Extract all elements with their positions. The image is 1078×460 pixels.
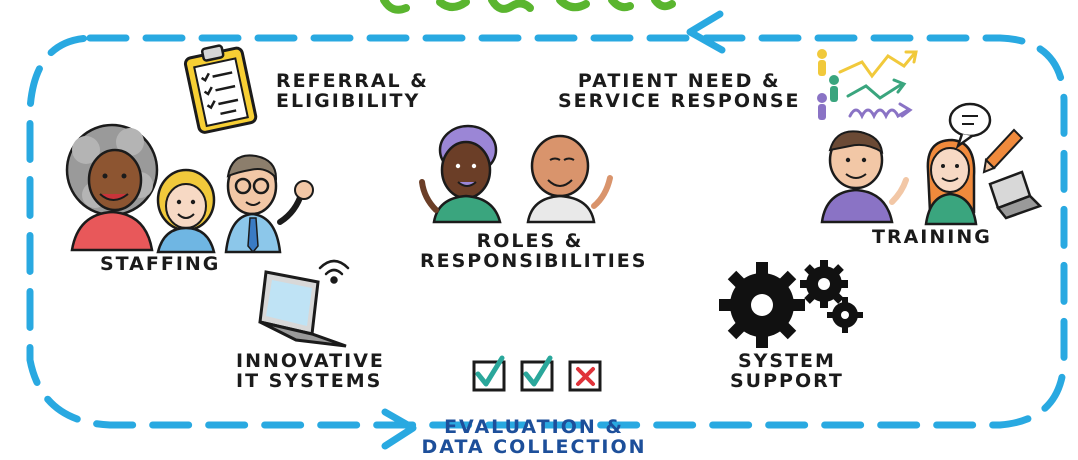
label-evaluation: EVALUATION & DATA COLLECTION	[418, 416, 650, 458]
small-figures-icon	[817, 49, 839, 120]
label-line: IT SYSTEMS	[236, 369, 383, 392]
label-line: INNOVATIVE	[236, 350, 385, 372]
label-line: ELIGIBILITY	[276, 89, 421, 112]
label-staffing: STAFFING	[100, 253, 221, 275]
label-line: REFERRAL &	[276, 70, 429, 92]
arrows-icon	[838, 50, 918, 120]
loop-arrow-bottom	[381, 408, 417, 450]
gears-icon	[719, 260, 863, 348]
label-line: SUPPORT	[730, 369, 844, 392]
training-people-icon	[820, 130, 978, 226]
label-line: EVALUATION &	[444, 416, 624, 438]
label-training: TRAINING	[872, 226, 992, 248]
loop-arrow-top	[686, 10, 726, 54]
process-loop	[26, 34, 1068, 429]
speech-bubble-icon	[948, 102, 992, 150]
label-patient-need: PATIENT NEED & SERVICE RESPONSE	[558, 70, 801, 112]
wifi-icon	[318, 259, 350, 284]
laptop-icon	[258, 270, 347, 348]
label-line: SERVICE RESPONSE	[558, 89, 801, 112]
clipboard-icon	[183, 44, 258, 134]
label-system-support: SYSTEM SUPPORT	[730, 350, 844, 392]
label-line: SYSTEM	[737, 350, 836, 372]
label-line: RESPONSIBILITIES	[420, 249, 648, 272]
label-innovative-it: INNOVATIVE IT SYSTEMS	[236, 350, 385, 392]
checkbox-icon	[472, 355, 602, 392]
roles-people-icon	[419, 124, 613, 224]
label-line: PATIENT NEED &	[577, 70, 781, 92]
staffing-people-icon	[65, 123, 314, 254]
label-line: DATA COLLECTION	[421, 435, 647, 458]
pencil-icon	[982, 128, 1024, 174]
title-fragment	[380, 0, 676, 14]
training-laptop-icon	[988, 170, 1043, 220]
label-referral-eligibility: REFERRAL & ELIGIBILITY	[276, 70, 429, 112]
label-roles-responsibilities: ROLES & RESPONSIBILITIES	[420, 230, 648, 272]
label-line: ROLES &	[476, 230, 584, 252]
